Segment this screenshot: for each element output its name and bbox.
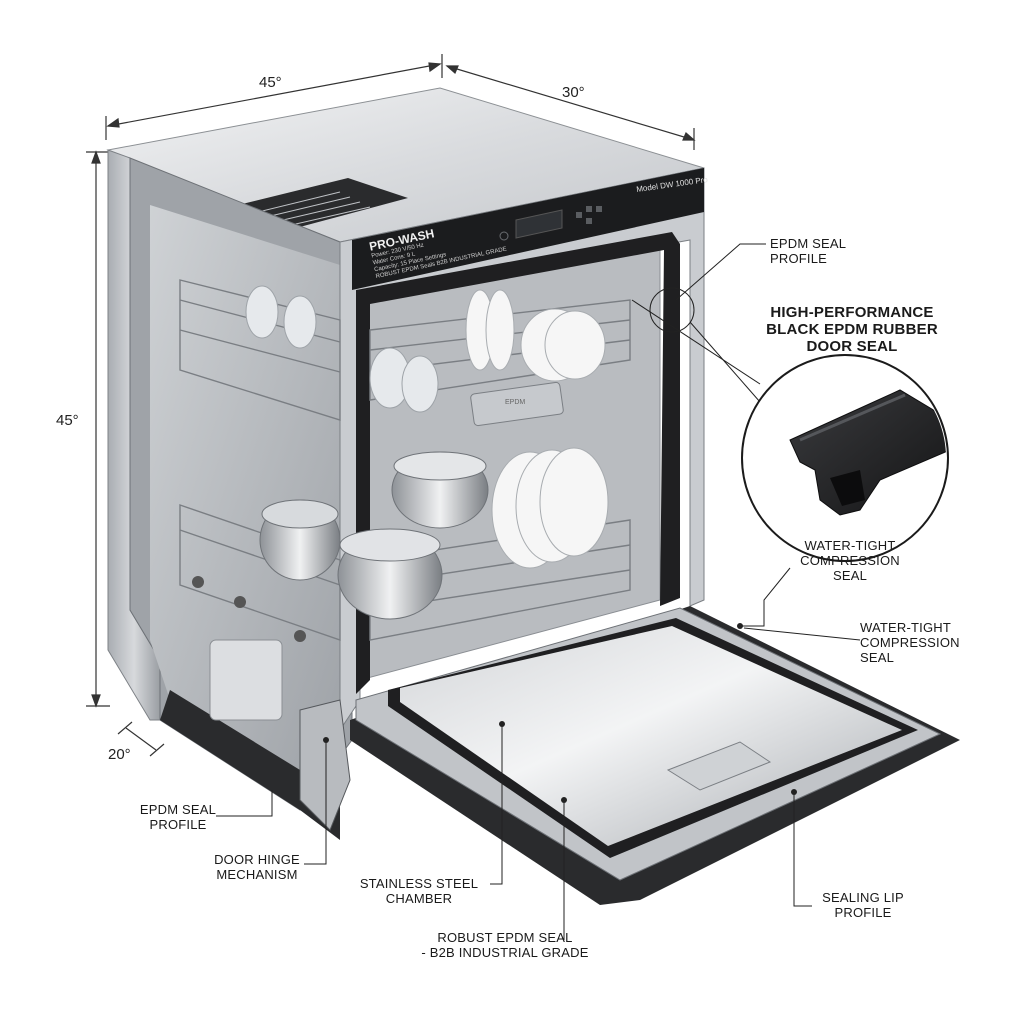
control-buttons — [576, 206, 602, 224]
rack-wheels — [192, 576, 306, 642]
hinge-mechanism — [299, 699, 351, 831]
power-button — [499, 231, 509, 241]
callout-door-hinge: DOOR HINGE MECHANISM — [214, 852, 300, 882]
callout-dots — [323, 623, 797, 803]
door-inner-steel — [400, 626, 902, 846]
callout-stainless-chamber: STAINLESS STEEL CHAMBER — [359, 876, 479, 906]
base-plinth — [160, 690, 340, 840]
width-dimension: 45° — [259, 74, 282, 91]
pump-unit — [209, 639, 283, 721]
interior-chamber — [150, 205, 340, 780]
lower-plates — [491, 447, 609, 569]
callout-sealing-lip: SEALING LIP PROFILE — [822, 890, 904, 920]
callout-robust-seal: ROBUST EPDM SEAL - B2B INDUSTRIAL GRADE — [421, 930, 589, 960]
door-dispenser — [666, 741, 772, 791]
rack-tag-text: EPDM — [505, 399, 525, 406]
dimension-lines — [86, 54, 696, 757]
seal-profile-closeup — [789, 389, 946, 516]
depth-dimension: 30° — [562, 84, 585, 101]
callout-watertight-right: WATER-TIGHT COMPRESSION SEAL — [860, 620, 960, 665]
upper-plates — [465, 289, 606, 382]
callout-watertight-inset: WATER-TIGHT COMPRESSION SEAL — [800, 538, 900, 583]
front-frame — [339, 167, 705, 732]
display-screen — [515, 209, 563, 239]
height-dimension: 45° — [56, 412, 79, 429]
foot-dimension: 20° — [108, 746, 131, 763]
callout-epdm-seal-top: EPDM SEAL PROFILE — [770, 236, 847, 266]
callout-headline: HIGH-PERFORMANCE BLACK EPDM RUBBER DOOR … — [766, 304, 938, 355]
detergent-tray — [470, 381, 564, 427]
glasses — [245, 285, 439, 413]
callout-epdm-seal-left: EPDM SEAL PROFILE — [139, 802, 217, 832]
pots — [259, 451, 489, 620]
